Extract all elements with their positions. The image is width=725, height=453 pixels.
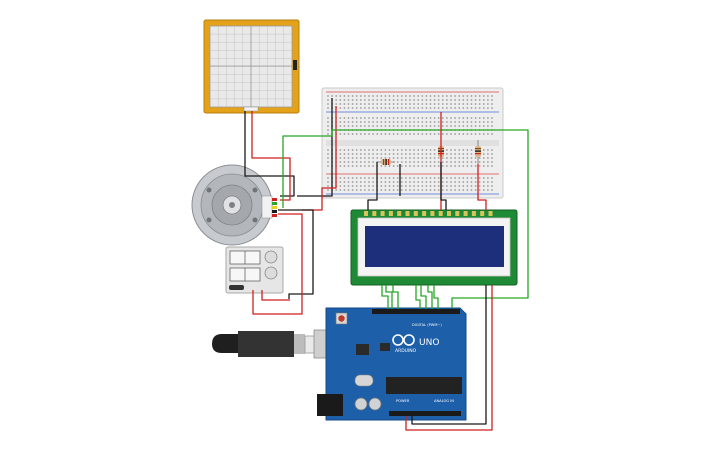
infinity-logo-icon [392, 334, 415, 346]
lcd-pin-header [364, 211, 493, 216]
wire-power-red [405, 285, 493, 431]
wire-touch-black [244, 111, 295, 197]
wire-bb-black-3 [440, 162, 447, 210]
wire-lcd-d5 [420, 285, 427, 309]
wire-bb-black-1 [367, 162, 378, 210]
wire-lcd-d4 [415, 285, 421, 309]
power-label: POWER [396, 399, 410, 403]
wire-lcd-d7 [433, 285, 439, 309]
dc-jack-icon [317, 394, 343, 416]
wire-green-long [282, 129, 529, 308]
digital-pins-label: DIGITAL (PWM~) [412, 323, 442, 327]
wire-rail-red-top [302, 106, 337, 211]
motor-driver-module[interactable] [225, 246, 284, 294]
breadboard[interactable] [321, 87, 504, 199]
wire-power-black [411, 285, 487, 425]
arduino-uno[interactable]: ARDUINO UNO DIGITAL (PWM~) POWER ANALOG … [317, 307, 467, 421]
wire-lcd-d2 [385, 285, 393, 309]
resistor-3 [475, 140, 481, 164]
analog-in-label: ANALOG IN [434, 399, 454, 403]
touch-panel[interactable] [203, 19, 300, 114]
wire-motor-red [252, 213, 303, 315]
resistor-1 [377, 159, 395, 165]
wire-touch-red [251, 111, 291, 201]
wires [244, 98, 529, 431]
servo-motor[interactable] [191, 164, 277, 246]
wire-lcd-d3 [392, 285, 399, 309]
wire-driver-red [261, 290, 290, 301]
arduino-model-text: UNO [419, 338, 439, 348]
microcontroller-chip [386, 377, 462, 394]
wire-bb-red-2 [477, 164, 487, 210]
arduino-logo-text: ARDUINO [395, 348, 417, 354]
breadboard-holes [327, 95, 493, 191]
wire-motor-black [278, 209, 314, 299]
lcd-display[interactable] [350, 209, 518, 286]
wire-lcd-d6 [427, 285, 433, 309]
wire-lcd-d1 [381, 285, 389, 309]
